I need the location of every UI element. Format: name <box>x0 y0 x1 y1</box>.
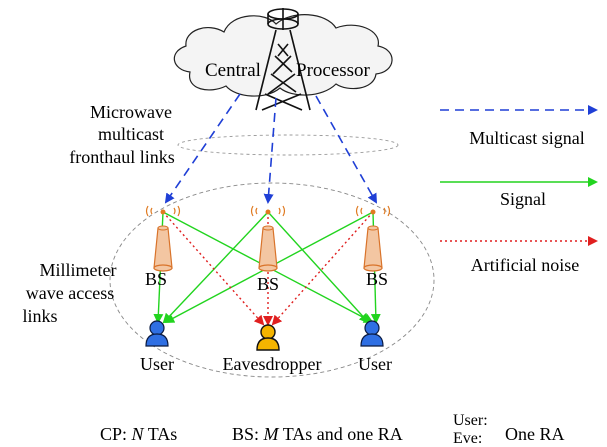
access-label-line3: links <box>22 306 57 326</box>
multicast-link-left <box>164 93 241 204</box>
footer-eve: Eve: <box>453 430 482 447</box>
central-processor-tower-icon <box>255 8 311 111</box>
user-icon-1 <box>145 320 169 347</box>
access-region <box>109 182 435 378</box>
noise-bs3-eve <box>271 211 374 326</box>
footer-cp-prefix: CP: <box>100 424 132 444</box>
access-label-line1: Millimeter <box>40 260 117 280</box>
fronthaul-label-line3: fronthaul links <box>69 147 175 167</box>
bs-label-3: BS <box>366 269 388 289</box>
footer-one-ra: One RA <box>505 424 565 444</box>
footer-bs-var: M <box>263 424 280 444</box>
cloud-label-left: Central <box>205 60 261 81</box>
multicast-link-right <box>315 95 377 204</box>
footer-bs-suffix: TAs and one RA <box>279 424 403 444</box>
noise-bs1-eve <box>162 211 265 326</box>
fronthaul-label-line2: multicast <box>98 124 164 144</box>
legend-signal-label: Signal <box>500 189 546 209</box>
legend-noise-label: Artificial noise <box>471 255 579 275</box>
user-label-2: User <box>358 354 392 374</box>
footer-bs-prefix: BS: <box>232 424 264 444</box>
footer-cp-suffix: TAs <box>144 424 178 444</box>
bs-label-1: BS <box>145 269 167 289</box>
eavesdropper-label: Eavesdropper <box>223 354 322 374</box>
access-label-line2: wave access <box>26 283 114 303</box>
user-icon-2 <box>360 320 384 347</box>
legend-multicast-label: Multicast signal <box>469 128 585 148</box>
eavesdropper-icon <box>256 324 280 351</box>
base-station-icon-3 <box>355 205 391 272</box>
legend: Multicast signal Signal Artificial noise <box>440 105 598 275</box>
signal-bs2-user1 <box>162 211 269 324</box>
multicast-link-center <box>263 97 277 204</box>
fronthaul-label-line1: Microwave <box>90 102 172 122</box>
multicast-links <box>164 93 377 204</box>
footer-user: User: <box>453 412 488 429</box>
footer-cp: CP: N TAs <box>100 424 177 444</box>
cloud-label-right: Processor <box>296 60 371 81</box>
base-station-icon-2 <box>250 205 286 272</box>
user-label-1: User <box>140 354 174 374</box>
fronthaul-region <box>177 134 399 156</box>
base-station-icon-1 <box>145 205 181 272</box>
footer-bs: BS: M TAs and one RA <box>232 424 403 444</box>
bs-label-2: BS <box>257 274 279 294</box>
footer-cp-var: N <box>131 424 145 444</box>
signal-bs2-user2 <box>267 211 370 324</box>
